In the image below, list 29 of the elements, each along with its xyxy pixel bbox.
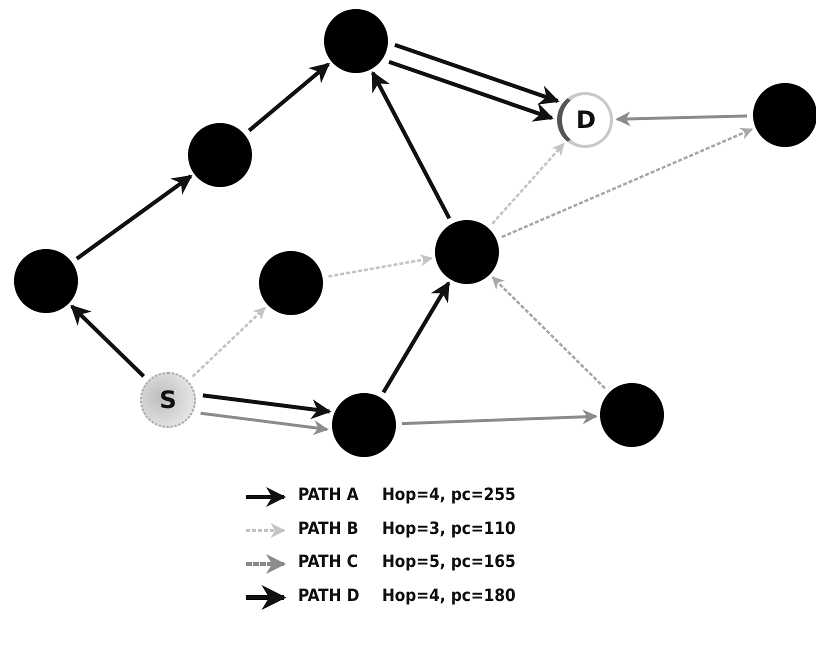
- path-metrics: Hop=3, pc=110: [382, 518, 516, 538]
- legend-label: PATH A: [298, 485, 359, 505]
- legend-label: PATH C: [298, 552, 358, 572]
- arrow: [501, 128, 754, 238]
- arrow: [492, 276, 606, 390]
- arrow: [248, 62, 330, 132]
- arrow: [328, 254, 433, 278]
- arrow: [382, 281, 450, 394]
- arrow: [70, 304, 146, 378]
- node-circle: [140, 372, 196, 428]
- legend-label: PATH B: [298, 518, 358, 538]
- node-circle: [435, 220, 499, 284]
- node-label: D: [576, 106, 596, 134]
- arrow: [192, 306, 266, 378]
- node-circle: [324, 9, 388, 73]
- path-metrics: Hop=4, pc=255: [382, 485, 516, 505]
- arrow: [394, 43, 560, 105]
- arrow: [200, 412, 329, 436]
- node-label: S: [159, 386, 177, 414]
- path-metrics: Hop=4, pc=180: [382, 586, 516, 606]
- legend-label: PATH D: [298, 586, 360, 606]
- arrow: [491, 142, 565, 224]
- arrow: [616, 111, 748, 126]
- arrow: [202, 393, 332, 420]
- arrow: [402, 409, 598, 426]
- arrow: [371, 71, 452, 220]
- arrow: [388, 60, 554, 122]
- path-metrics: Hop=5, pc=165: [382, 552, 516, 572]
- arrow: [76, 174, 192, 260]
